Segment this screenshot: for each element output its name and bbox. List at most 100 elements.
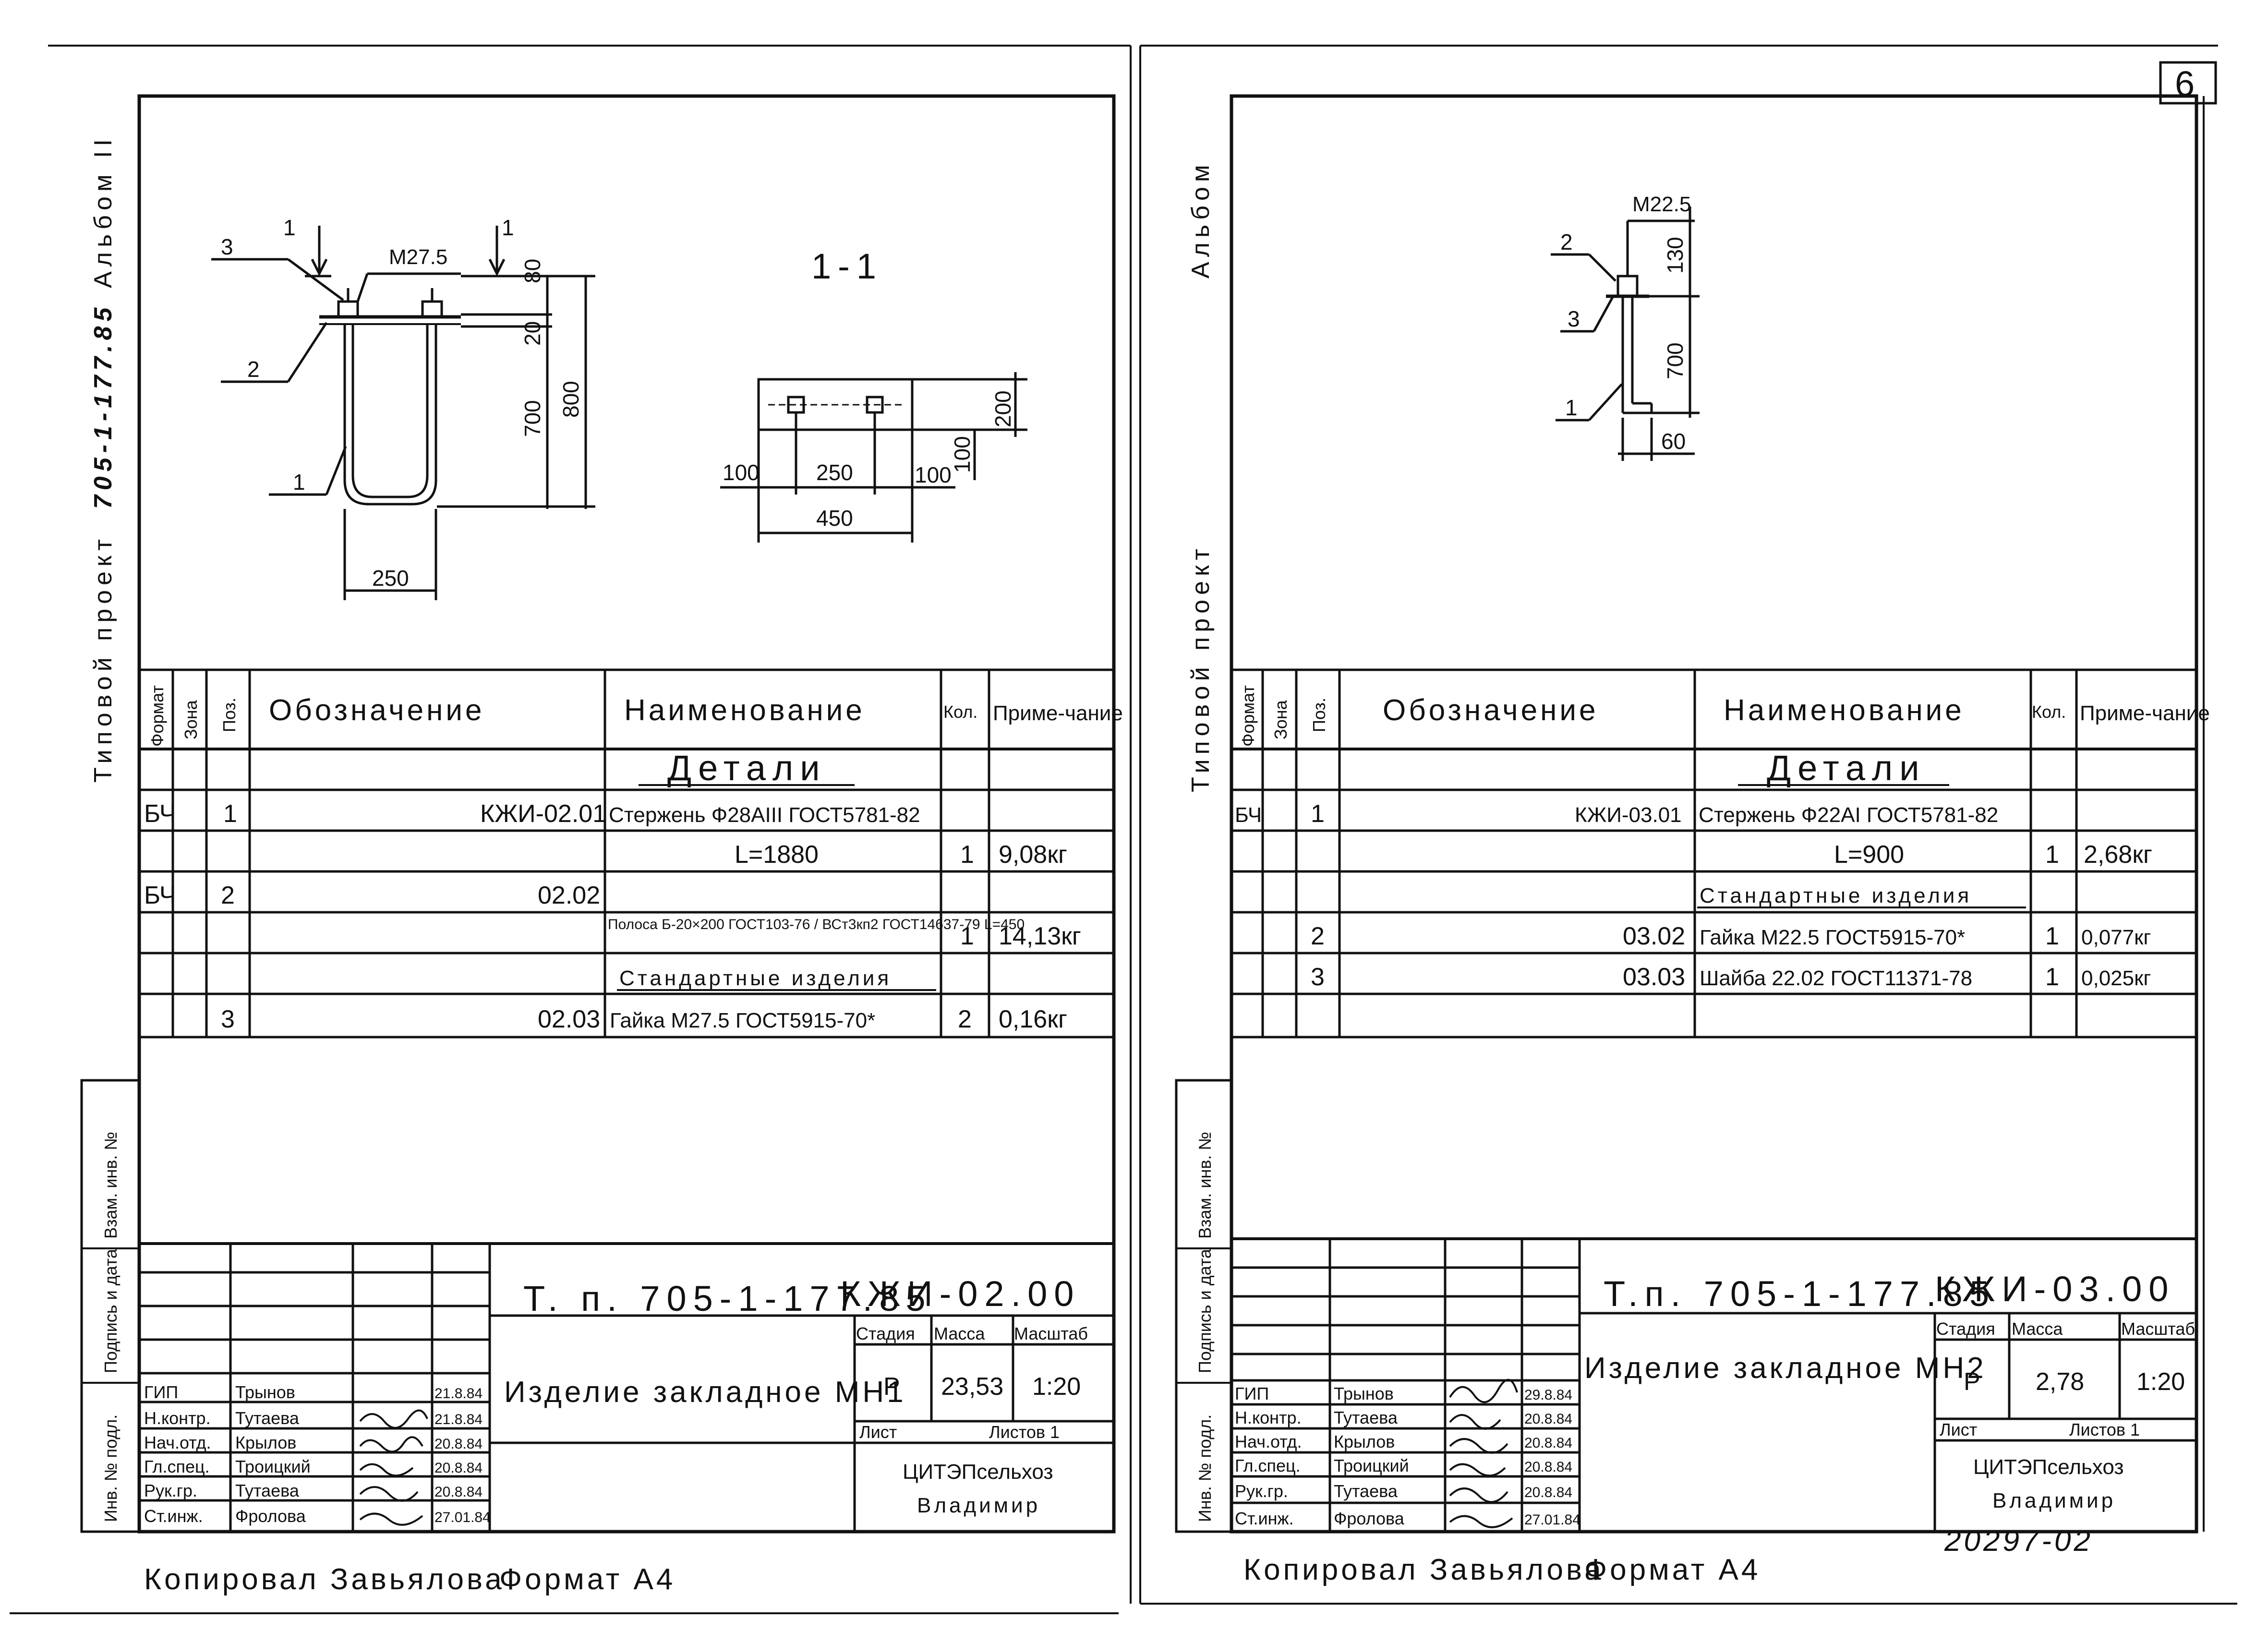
left-row6-note: 0,16кг [999, 1005, 1067, 1033]
left-row6-pos: 3 [221, 1005, 235, 1033]
right-date-1: 20.8.84 [1524, 1411, 1572, 1427]
right-role-4: Рук.гр. [1235, 1481, 1288, 1501]
left-spec-table [139, 668, 1114, 1039]
left-side-handwritten: 705-1-177.85 [89, 303, 117, 509]
right-row4-name: Гайка М22.5 ГОСТ5915-70* [1700, 926, 1965, 949]
right-date-2: 20.8.84 [1524, 1435, 1572, 1451]
left-name-1: Тутаева [235, 1408, 300, 1428]
left-signatures [359, 1409, 428, 1526]
left-th-qty: Кол. [943, 702, 977, 722]
left-date-3: 20.8.84 [434, 1460, 483, 1476]
left-doc-code: Т. п. 705-1-177.85 [523, 1279, 932, 1318]
left-dim-80: 80 [520, 259, 545, 283]
left-date-2: 20.8.84 [434, 1436, 483, 1452]
right-role-1: Н.контр. [1235, 1408, 1302, 1427]
right-mass-label: Масса [2012, 1319, 2063, 1339]
left-stage: Р [883, 1373, 900, 1401]
right-footer-format: Формат А4 [1584, 1553, 1761, 1586]
left-footer-copied: Копировал Завьялова [144, 1563, 505, 1596]
right-row1-designation: КЖИ-03.01 [1575, 803, 1682, 827]
left-plan-dim-450: 450 [816, 506, 853, 531]
right-th-note: Приме-чание [2080, 701, 2210, 725]
left-role-5: Ст.инж. [144, 1506, 203, 1526]
left-th-designation: Обозначение [269, 694, 484, 727]
left-dim-250: 250 [372, 566, 409, 591]
left-row1-name: Стержень Ф28АIII ГОСТ5781-82 [609, 803, 920, 827]
right-dim-60: 60 [1661, 429, 1686, 454]
left-row1-designation: КЖИ-02.01 [480, 800, 606, 828]
right-footer-archive: 20297-02 [1944, 1524, 2093, 1558]
right-people: ГИП Трынов 29.8.84 Н.контр. Тутаева 20.8… [1235, 1384, 1580, 1528]
left-dim-800: 800 [558, 381, 583, 418]
right-drawing-elevation [1551, 206, 1700, 461]
left-row6-qty: 2 [958, 1005, 972, 1033]
right-side-album: Альбом [1187, 160, 1215, 278]
left-plan-dim-100b: 100 [915, 462, 952, 487]
left-role-3: Гл.спец. [144, 1457, 210, 1476]
left-drawing-elevation [211, 226, 595, 600]
left-cut-label-b: 1 [502, 215, 514, 240]
right-row5-note: 0,025кг [2081, 967, 2151, 990]
left-thread-label: M27.5 [389, 245, 447, 269]
left-footer-format: Формат А4 [499, 1563, 676, 1596]
left-name-4: Тутаева [235, 1481, 300, 1500]
right-stamp-sign: Подпись и дата [1195, 1248, 1215, 1373]
right-row2-qty: 1 [2045, 841, 2059, 869]
left-role-1: Н.контр. [144, 1408, 211, 1428]
right-row2-name: L=900 [1834, 841, 1904, 869]
right-dim-700: 700 [1663, 342, 1688, 379]
right-sheet: 6 Инв. № подл. Подпись и дата Взам. инв.… [1175, 61, 2217, 1534]
left-role-2: Нач.отд. [144, 1433, 211, 1452]
right-name-5: Фролова [1334, 1509, 1405, 1528]
left-row4-qty: 1 [960, 922, 974, 950]
left-cut-label-a: 1 [283, 215, 296, 240]
left-name-3: Троицкий [235, 1457, 311, 1476]
right-row4-qty: 1 [2045, 922, 2059, 950]
right-org: ЦИТЭПсельхоз [1973, 1455, 2124, 1479]
right-row4-designation: 03.02 [1623, 922, 1685, 950]
left-mass-label: Масса [934, 1324, 985, 1343]
right-role-5: Ст.инж. [1235, 1509, 1294, 1528]
right-name-2: Крылов [1334, 1432, 1395, 1451]
left-stamp-zam: Взам. инв. № [101, 1132, 121, 1239]
left-sheet-label: Лист [859, 1422, 897, 1442]
right-pos3-label: 3 [1568, 306, 1580, 331]
right-frame [1230, 94, 2198, 1534]
left-org: ЦИТЭПсельхоз [903, 1460, 1053, 1484]
left-sheet: Инв. № подл. Подпись и дата Взам. инв. №… [80, 94, 1123, 1534]
right-sheets-label: Листов 1 [2069, 1420, 2140, 1439]
right-footer-copied: Копировал Завьялова [1243, 1553, 1604, 1586]
left-name-2: Крылов [235, 1433, 296, 1452]
right-doc-number: КЖИ-03.00 [1935, 1269, 2175, 1309]
right-name-4: Тутаева [1334, 1481, 1398, 1501]
right-spec-table [1231, 668, 2196, 1039]
left-mass: 23,53 [941, 1373, 1003, 1401]
right-th-pos: Поз. [1309, 698, 1329, 732]
right-name-1: Тутаева [1334, 1408, 1398, 1427]
left-side-project: Типовой проект [89, 534, 117, 783]
right-sheet-label: Лист [1940, 1420, 1977, 1439]
right-role-3: Гл.спец. [1235, 1456, 1301, 1475]
left-name-0: Трынов [235, 1382, 295, 1402]
left-title-block [139, 1242, 1114, 1532]
left-date-0: 21.8.84 [434, 1386, 483, 1402]
page-number-box [2159, 61, 2217, 105]
page-number: 6 [2175, 64, 2201, 104]
left-row5-name: Стандартные изделия [619, 967, 892, 990]
left-row1-format: БЧ [144, 800, 176, 828]
left-scale: 1:20 [1032, 1373, 1081, 1401]
left-drawing-section [720, 372, 1027, 543]
right-name-3: Троицкий [1334, 1456, 1409, 1475]
right-side-project: Типовой проект [1187, 544, 1215, 792]
right-mass: 2,78 [2036, 1368, 2084, 1396]
right-stage-label: Стадия [1936, 1319, 1995, 1339]
right-row5-designation: 03.03 [1623, 963, 1685, 991]
left-row2-note: 9,08кг [999, 841, 1067, 869]
left-row1-pos: 1 [223, 800, 237, 828]
left-section-title: 1-1 [811, 246, 883, 286]
left-th-note: Приме-чание [993, 701, 1123, 725]
right-name-0: Трынов [1334, 1384, 1394, 1403]
left-row2-qty: 1 [960, 841, 974, 869]
left-item-name: Изделие закладное МН1 [504, 1376, 906, 1409]
